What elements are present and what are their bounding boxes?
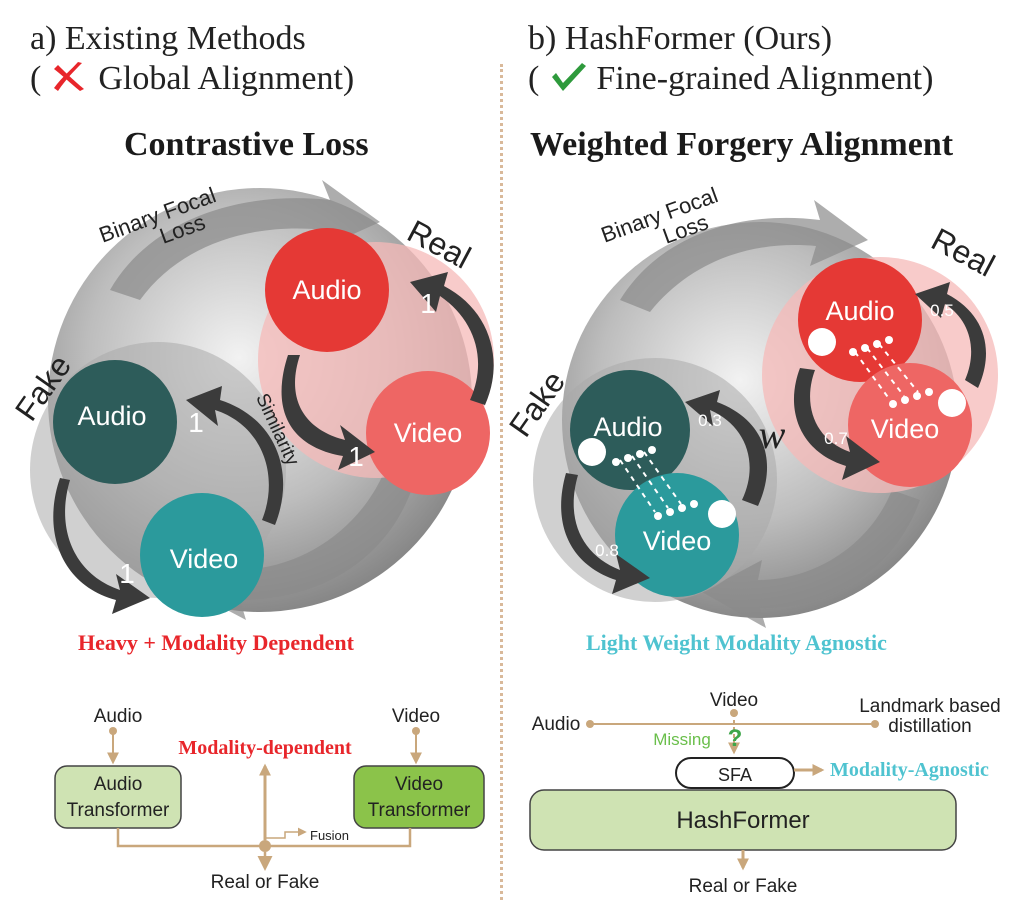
left-header-text: Global Alignment) xyxy=(98,60,355,97)
left-header-open-paren: ( xyxy=(30,60,42,97)
right-header-line1: b) HashFormer (Ours) xyxy=(528,20,833,57)
cross-icon xyxy=(50,61,90,93)
left-audio-transformer-line2: Transformer xyxy=(67,800,170,821)
right-landmark-line2: distillation xyxy=(888,716,971,737)
left-video-real-label: Video xyxy=(394,418,463,448)
left-header-line1: a) Existing Methods xyxy=(30,20,306,57)
left-header-line2: ( Global Alignment) xyxy=(30,60,354,98)
right-weight-real-top: 0.5 xyxy=(930,301,954,320)
left-dependent-label: Modality-dependent xyxy=(178,737,352,759)
left-weight-fake-top: 1 xyxy=(188,407,204,438)
right-missing-question: ? xyxy=(728,725,743,752)
right-output-label: Real or Fake xyxy=(689,876,798,897)
right-architecture: Video Audio Landmark based distillation … xyxy=(529,690,1001,897)
left-caption: Heavy + Modality Dependent xyxy=(78,630,354,655)
right-arch-audio: Audio xyxy=(532,714,581,735)
right-caption: Light Weight Modality Agnostic xyxy=(586,630,887,655)
left-audio-fake-node xyxy=(53,360,177,484)
left-video-real-node xyxy=(366,371,490,495)
right-audio-fake-label: Audio xyxy=(593,412,662,442)
right-audio-real-label: Audio xyxy=(825,296,894,326)
left-audio-real-node xyxy=(265,228,389,352)
left-video-fake-label: Video xyxy=(170,544,239,574)
left-fusion-label: Fusion xyxy=(310,828,349,843)
right-header-line2: ( Fine-grained Alignment) xyxy=(528,60,933,98)
left-weight-real-top: 1 xyxy=(420,288,436,319)
left-output-label: Real or Fake xyxy=(211,872,320,893)
right-video-real-label: Video xyxy=(871,414,940,444)
right-weight-fake-bottom: 0.8 xyxy=(595,541,619,560)
right-arch-video: Video xyxy=(710,690,758,711)
right-video-real-node xyxy=(848,363,972,487)
right-weight-arrows xyxy=(561,282,986,594)
left-arch-video: Video xyxy=(392,706,440,727)
left-audio-real-label: Audio xyxy=(292,275,361,305)
left-title: Contrastive Loss xyxy=(124,126,369,163)
left-audio-fake-label: Audio xyxy=(77,401,146,431)
section-divider xyxy=(500,64,503,900)
right-video-fake-node xyxy=(615,473,739,597)
left-video-transformer-line2: Transformer xyxy=(368,800,471,821)
check-icon xyxy=(548,61,588,93)
sfa-box xyxy=(675,757,795,789)
left-audio-transformer-line1: Audio xyxy=(94,774,143,795)
right-agnostic-label: Modality-Agnostic xyxy=(830,759,989,781)
left-architecture: Audio Video Audio Transformer Video Tran… xyxy=(54,706,485,893)
right-missing-label: Missing xyxy=(653,730,711,749)
left-weight-fake-bottom: 1 xyxy=(119,558,135,589)
right-header-text: Fine-grained Alignment) xyxy=(596,60,934,97)
right-w-symbol: w xyxy=(759,412,786,457)
hashformer-label: HashFormer xyxy=(676,807,809,834)
sfa-label: SFA xyxy=(718,765,752,785)
left-video-fake-node xyxy=(140,493,264,617)
right-weight-fake-top: 0.3 xyxy=(698,411,722,430)
left-arch-audio: Audio xyxy=(94,706,143,727)
left-video-transformer-line1: Video xyxy=(395,774,443,795)
right-video-fake-label: Video xyxy=(643,526,712,556)
right-hash-dots xyxy=(578,328,966,528)
right-title: Weighted Forgery Alignment xyxy=(530,126,954,163)
right-landmark-line1: Landmark based xyxy=(859,696,1001,717)
left-video-transformer-box xyxy=(353,765,485,829)
left-weight-real-bottom: 1 xyxy=(348,441,364,472)
right-hash-links xyxy=(619,343,919,513)
right-weight-real-bottom: 0.7 xyxy=(824,429,848,448)
left-weight-arrows xyxy=(53,272,494,614)
right-header-open-paren: ( xyxy=(528,60,540,97)
